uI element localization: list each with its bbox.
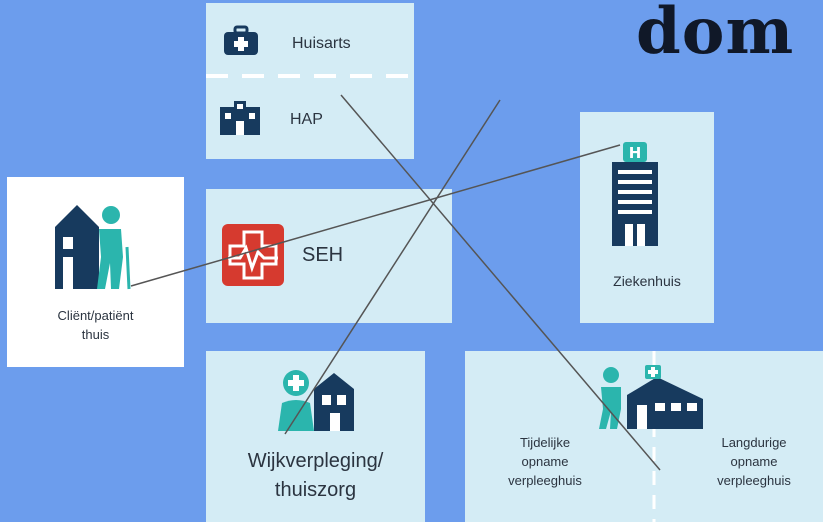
wijk-label-line2: thuiszorg (274, 479, 357, 501)
card-verpleeghuis: Tijdelijke opname verpleeghuis Langdurig… (465, 351, 823, 522)
huisarts-label: Huisarts (292, 35, 351, 52)
hap-building-icon (220, 101, 260, 135)
langdurig-label-line2: opname (730, 454, 778, 469)
first-aid-kit-icon (224, 25, 258, 55)
seh-label: SEH (302, 244, 344, 266)
person-home-icon (55, 205, 131, 290)
nursing-home-icon (599, 365, 703, 429)
dashed-divider (206, 74, 414, 78)
hospital-icon: H (612, 142, 658, 246)
svg-text:H: H (629, 144, 642, 162)
card-ziekenhuis: H Ziekenhuis (580, 112, 714, 323)
tijdelijk-label-line3: verpleeghuis (508, 473, 582, 488)
card-wijkverpleging: Wijkverpleging/ thuiszorg (206, 351, 425, 522)
client-label-line2: thuis (81, 327, 110, 342)
tijdelijk-label-line2: opname (521, 454, 569, 469)
nurse-home-icon (278, 370, 354, 431)
page-title: dom (636, 0, 795, 69)
emergency-icon (222, 224, 284, 286)
wijk-label-line1: Wijkverpleging/ (247, 450, 384, 472)
langdurig-label-line1: Langdurige (721, 435, 787, 450)
langdurig-label-line3: verpleeghuis (717, 473, 791, 488)
card-huisarts-hap: Huisarts HAP (206, 3, 414, 159)
hap-label: HAP (290, 111, 323, 128)
card-seh: SEH (206, 189, 452, 323)
ziekenhuis-label: Ziekenhuis (613, 273, 681, 289)
client-label-line1: Cliënt/patiënt (57, 308, 134, 323)
tijdelijk-label-line1: Tijdelijke (519, 435, 571, 450)
card-client-thuis: Cliënt/patiënt thuis (7, 177, 184, 367)
